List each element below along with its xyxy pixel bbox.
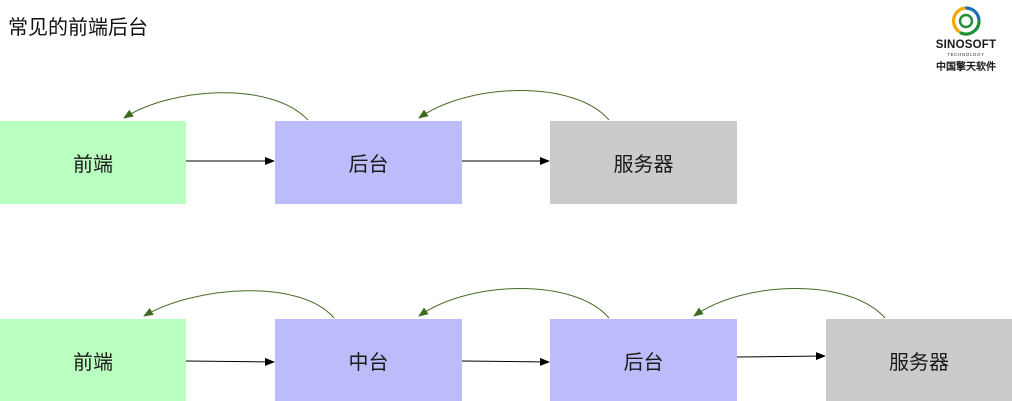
- bottom-arrow-backend-to-server: [736, 352, 826, 361]
- bottom-return-backend-to-middle: [418, 288, 610, 319]
- bottom-node-frontend: 前端: [0, 319, 186, 401]
- logo-brand-text: SINOSOFT: [935, 39, 997, 51]
- top-return-backend-to-frontend: [123, 92, 309, 121]
- bottom-arrow-middle-to-backend: [461, 357, 550, 366]
- top-return-server-to-backend: [418, 90, 610, 121]
- logo-tagline: TECHNOLOGY: [947, 52, 985, 57]
- bottom-return-server-to-backend: [693, 288, 886, 319]
- top-node-backend: 后台: [275, 121, 462, 204]
- bottom-node-middle: 中台: [275, 319, 462, 401]
- top-node-frontend: 前端: [0, 121, 186, 204]
- slide-title: 常见的前端后台: [8, 15, 148, 39]
- bottom-node-backend: 后台: [550, 319, 737, 401]
- logo-chinese-name: 中国擎天软件: [936, 62, 996, 73]
- bottom-return-middle-to-frontend: [143, 290, 335, 319]
- company-logo: SINOSOFT TECHNOLOGY 中国擎天软件: [928, 6, 1004, 73]
- top-node-server: 服务器: [550, 121, 737, 204]
- bottom-node-server: 服务器: [826, 319, 1012, 401]
- bottom-arrow-frontend-to-middle: [185, 357, 275, 366]
- logo-ring-icon: [952, 6, 981, 36]
